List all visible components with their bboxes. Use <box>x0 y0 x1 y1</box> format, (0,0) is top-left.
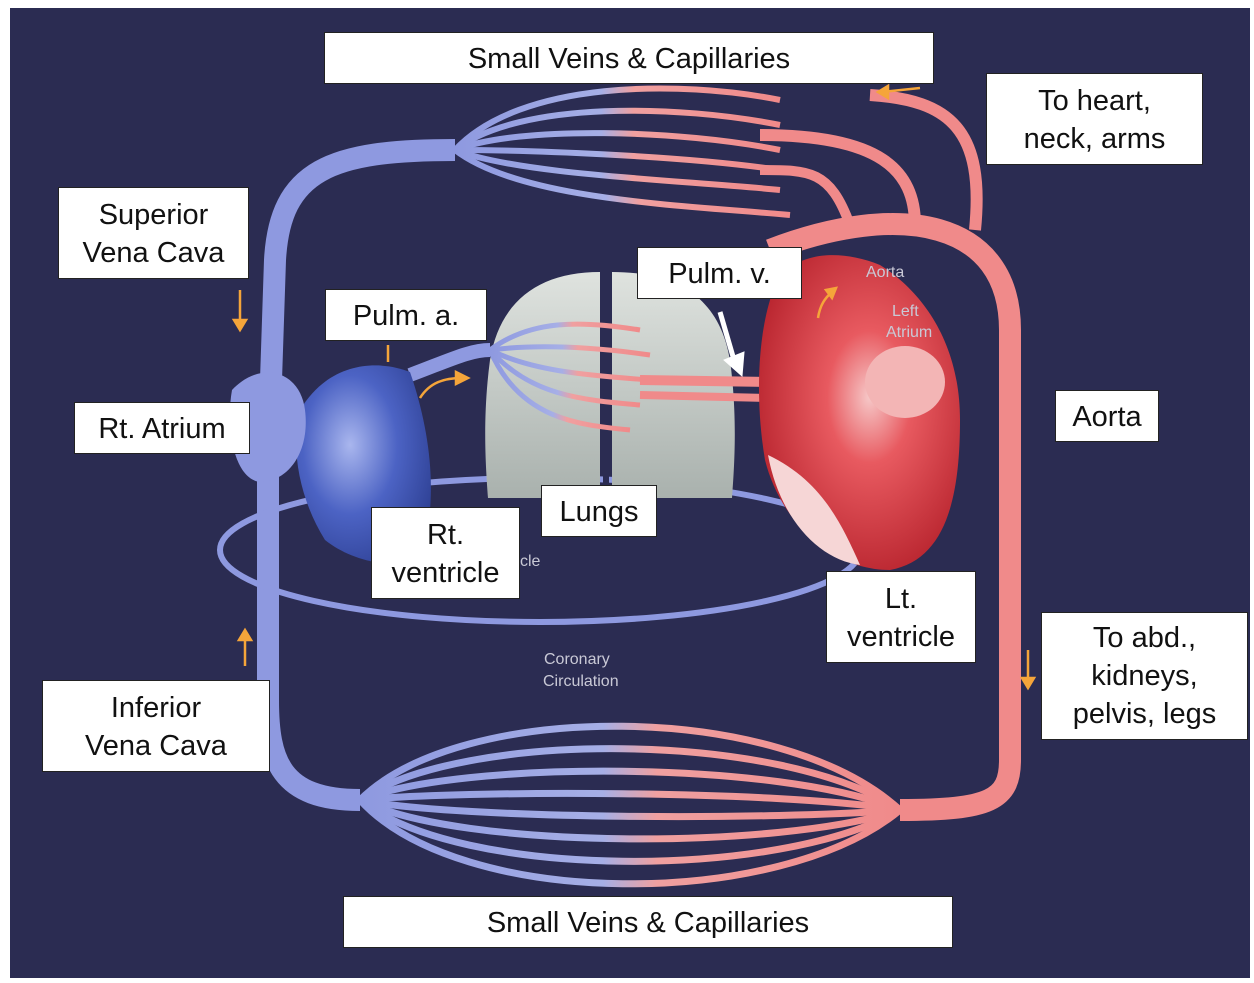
printed-left-atrium-line2: Atrium <box>886 323 932 343</box>
label-to-heart-line2: neck, arms <box>987 120 1202 158</box>
label-aorta-text: Aorta <box>1056 391 1158 443</box>
label-pulm-a-text: Pulm. a. <box>326 290 486 342</box>
bottom-capillary-bed <box>360 726 900 884</box>
label-superior-vena-cava: Superior Vena Cava <box>58 187 249 279</box>
label-to-heart-line1: To heart, <box>987 82 1202 120</box>
label-to-abd-kidneys: To abd., kidneys, pelvis, legs <box>1041 612 1248 740</box>
label-lungs: Lungs <box>541 485 657 537</box>
label-small-veins-top: Small Veins & Capillaries <box>324 32 934 84</box>
label-superior-vc-line1: Superior <box>59 196 248 234</box>
printed-left-atrium-line1: Left <box>892 302 919 322</box>
label-rt-ventricle: Rt. ventricle <box>371 507 520 599</box>
label-inferior-vc-line2: Vena Cava <box>43 727 269 765</box>
left-atrium-bulb <box>865 346 945 418</box>
printed-coronary-line1: Coronary <box>544 650 610 670</box>
printed-cle-text: cle <box>520 552 540 572</box>
label-to-abd-line3: pelvis, legs <box>1042 695 1247 733</box>
label-rt-ventricle-line2: ventricle <box>372 554 519 592</box>
label-rt-atrium-text: Rt. Atrium <box>75 403 249 455</box>
label-to-abd-line2: kidneys, <box>1042 657 1247 695</box>
label-aorta: Aorta <box>1055 390 1159 442</box>
arch-branch-3 <box>760 170 850 225</box>
label-to-heart-neck-arms: To heart, neck, arms <box>986 73 1203 165</box>
label-pulm-v-text: Pulm. v. <box>638 248 801 300</box>
top-capillary-bed <box>455 88 790 215</box>
label-lt-ventricle-line2: ventricle <box>827 618 975 656</box>
label-lt-ventricle: Lt. ventricle <box>826 571 976 663</box>
label-small-veins-bottom: Small Veins & Capillaries <box>343 896 953 948</box>
left-heart-shape <box>759 255 960 570</box>
label-to-abd-line1: To abd., <box>1042 619 1247 657</box>
label-lungs-text: Lungs <box>542 486 656 538</box>
label-small-veins-top-text: Small Veins & Capillaries <box>325 33 933 85</box>
printed-coronary-line2: Circulation <box>543 672 619 692</box>
printed-aorta-text: Aorta <box>866 263 904 283</box>
label-pulm-v: Pulm. v. <box>637 247 802 299</box>
label-rt-atrium: Rt. Atrium <box>74 402 250 454</box>
label-small-veins-bottom-text: Small Veins & Capillaries <box>344 897 952 949</box>
label-inferior-vena-cava: Inferior Vena Cava <box>42 680 270 772</box>
label-rt-ventricle-line1: Rt. <box>372 516 519 554</box>
label-pulm-a: Pulm. a. <box>325 289 487 341</box>
label-inferior-vc-line1: Inferior <box>43 689 269 727</box>
label-superior-vc-line2: Vena Cava <box>59 234 248 272</box>
label-lt-ventricle-line1: Lt. <box>827 580 975 618</box>
